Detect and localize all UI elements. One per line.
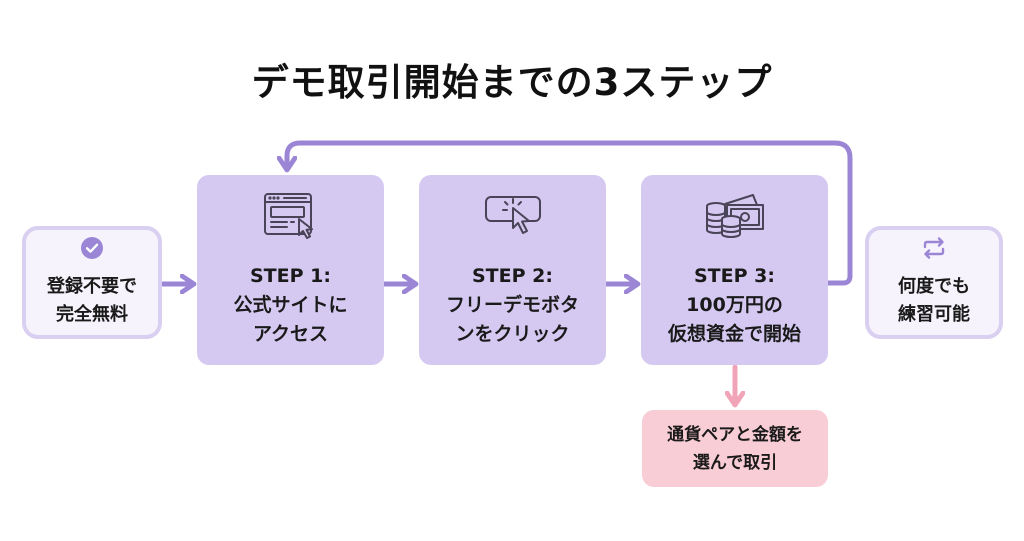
box-line: 通貨ペアと金額を bbox=[667, 424, 803, 445]
step-label: STEP 1: bbox=[250, 265, 331, 287]
step-2-box: STEP 2: フリーデモボタ ンをクリック bbox=[419, 175, 606, 365]
button-click-icon bbox=[483, 191, 543, 250]
money-coins-icon bbox=[703, 191, 767, 250]
step-line: 100万円の bbox=[686, 294, 783, 316]
repeat-practice-box: 何度でも 練習可能 bbox=[865, 226, 1003, 339]
box-line: 選んで取引 bbox=[692, 452, 778, 473]
check-circle-icon bbox=[80, 236, 104, 269]
free-registration-box: 登録不要で 完全無料 bbox=[22, 226, 162, 339]
step-line: 公式サイトに bbox=[233, 294, 348, 316]
step-1-box: STEP 1: 公式サイトに アクセス bbox=[197, 175, 384, 365]
step-line: アクセス bbox=[252, 323, 329, 345]
browser-click-icon bbox=[261, 191, 321, 250]
step-label: STEP 2: bbox=[472, 265, 553, 287]
diagram-title: デモ取引開始までの3ステップ bbox=[251, 61, 773, 104]
trade-result-box: 通貨ペアと金額を 選んで取引 bbox=[642, 410, 828, 487]
repeat-icon bbox=[921, 236, 947, 269]
box-line: 登録不要で bbox=[47, 276, 137, 297]
step-3-box: STEP 3: 100万円の 仮想資金で開始 bbox=[641, 175, 828, 365]
box-line: 練習可能 bbox=[898, 304, 970, 325]
box-line: 何度でも bbox=[898, 276, 970, 297]
step-line: 仮想資金で開始 bbox=[667, 323, 801, 345]
step-line: ンをクリック bbox=[455, 323, 570, 345]
step-line: フリーデモボタ bbox=[445, 294, 579, 316]
step-label: STEP 3: bbox=[694, 265, 775, 287]
box-line: 完全無料 bbox=[56, 304, 128, 325]
